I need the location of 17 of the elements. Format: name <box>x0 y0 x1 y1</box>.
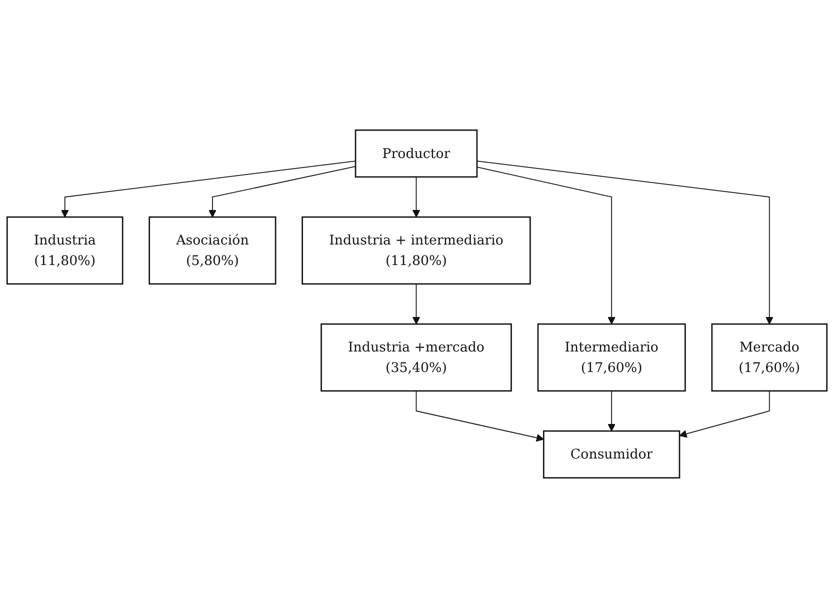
arrow <box>476 160 774 324</box>
arrow <box>679 390 770 438</box>
node-box: Industria (11,80%) <box>6 216 124 284</box>
node-box: Asociación (5,80%) <box>148 216 276 284</box>
node-box: Consumidor <box>543 430 680 478</box>
node-box: Industria +mercado (35,40%) <box>320 322 512 392</box>
arrow <box>608 390 616 431</box>
arrow <box>60 160 356 217</box>
node-box: Mercado (17,60%) <box>711 322 828 392</box>
node-box: Industria + intermediario (11,80%) <box>302 216 531 284</box>
arrow <box>412 176 420 217</box>
arrow <box>412 283 420 324</box>
node-box: Intermediario (17,60%) <box>537 322 686 392</box>
node-box: Productor <box>354 128 478 178</box>
arrow <box>416 390 544 442</box>
arrow <box>476 166 616 324</box>
arrow <box>208 166 356 217</box>
